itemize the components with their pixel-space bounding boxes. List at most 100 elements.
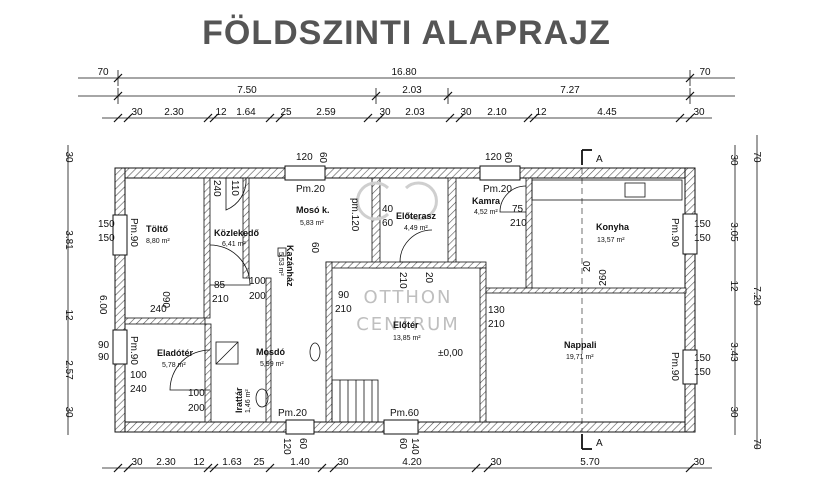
dim-top3-9: 2.10 (487, 107, 507, 118)
dim-top2-b: 2.03 (402, 85, 422, 96)
opening-120-c: 120 (281, 438, 292, 455)
opening-75: 75 (512, 204, 524, 215)
room-name-tolto: Töltő (146, 224, 168, 234)
room-area-moso-k: 5,83 m² (300, 220, 324, 227)
dim-top3-11: 4.45 (597, 107, 617, 118)
opening-120-b: 120 (485, 152, 502, 163)
room-area-eladoter: 5,78 m² (162, 362, 186, 369)
opening-85: 85 (214, 280, 226, 291)
fixtures (215, 247, 321, 408)
dim-left-2: 12 (63, 309, 74, 321)
opening-210-e: 210 (488, 319, 505, 330)
dim-left-3: 2.57 (63, 360, 74, 380)
room-area-iratar: 1,46 m² (245, 389, 252, 413)
opening-140: 140 (409, 438, 420, 455)
opening-20: 20 (582, 260, 593, 272)
room-area-tolto: 8,80 m² (146, 238, 170, 245)
dim-top1-left: 70 (97, 67, 109, 78)
opening-150-e: 150 (694, 353, 711, 364)
opening-pm90-eladoter: Pm.90 (128, 336, 139, 365)
opening-60-a: 60 (317, 152, 328, 164)
room-area-nappali: 19,71 m² (566, 354, 594, 361)
opening-pm120: pm.120 (349, 198, 360, 232)
opening-200-b: 200 (188, 403, 205, 414)
dim-top3-7: 2.03 (405, 107, 425, 118)
dim-bottom-3: 1.63 (222, 457, 242, 468)
room-area-eloter: 13,85 m² (393, 335, 421, 342)
room-name-mosdo: Mosdó (256, 347, 285, 357)
dim-left-0: 30 (63, 151, 74, 163)
section-label-bottom: A (596, 438, 603, 449)
opening-pm20-kamra: Pm.20 (483, 184, 512, 195)
opening-60-d: 60 (397, 438, 408, 450)
opening-6-00: 6.00 (97, 295, 108, 315)
opening-100-a: 100 (249, 276, 266, 287)
opening-110: 110 (229, 180, 240, 196)
opening-80-win: 90 (98, 352, 110, 363)
dim-top3-5: 2.59 (316, 107, 336, 118)
opening-150-f: 150 (694, 367, 711, 378)
dim-top2-a: 7.50 (237, 85, 257, 96)
dim-bottom-9: 5.70 (580, 457, 600, 468)
opening-210-d: 210 (335, 304, 352, 315)
opening-240-c: 240 (130, 384, 147, 395)
dim-top3-8: 30 (460, 107, 472, 118)
dim-top3-2: 12 (215, 107, 227, 118)
door-swings (169, 177, 527, 391)
opening-120-a: 120 (296, 152, 313, 163)
dim-right-4: 3.43 (728, 342, 739, 362)
section-line (581, 149, 592, 450)
opening-150-c: 150 (694, 219, 711, 230)
opening-60-b: 60 (502, 152, 513, 164)
dim-right-5: 30 (728, 406, 739, 418)
opening-100-c: 100 (188, 388, 205, 399)
opening-pm20-mosdo: Pm.20 (278, 408, 307, 419)
room-name-eloterasz: Előterasz (396, 211, 437, 221)
opening-210-a: 210 (212, 294, 229, 305)
room-name-nappali: Nappali (564, 340, 597, 350)
staircase (331, 379, 379, 423)
room-area-kazanhaz: 5,53 m² (277, 252, 284, 276)
opening-060: 060 (162, 291, 173, 308)
dim-top3-1: 2.30 (164, 107, 184, 118)
dim-bottom-1: 2.30 (156, 457, 176, 468)
dim-top3-3: 1.64 (236, 107, 256, 118)
dim-bottom-8: 30 (490, 457, 502, 468)
room-name-konyha: Konyha (596, 222, 630, 232)
room-name-kamra: Kamra (472, 196, 501, 206)
room-name-moso-k: Mosó k. (296, 205, 330, 215)
dim-bottom-0: 30 (131, 457, 143, 468)
dimension-ticks (113, 73, 695, 473)
opening-90-win: 90 (98, 340, 110, 351)
opening-60-f: 60 (309, 242, 320, 254)
dim-right-2: 3.05 (728, 222, 739, 242)
dim-bottom-4: 25 (253, 457, 265, 468)
room-area-kamra: 4,52 m² (474, 209, 498, 216)
opening-pm90-nappali: Pm.90 (669, 352, 680, 381)
room-area-kozlekedo: 6,41 m² (222, 241, 246, 248)
opening-150-a: 150 (98, 219, 115, 230)
dim-right-0: 70 (751, 151, 762, 163)
dim-left-1: 3.81 (63, 230, 74, 250)
opening-pm90-tolto: Pm.90 (128, 218, 139, 247)
dim-top3-6: 30 (379, 107, 391, 118)
dim-bottom-5: 1.40 (290, 457, 310, 468)
room-area-konyha: 13,57 m² (597, 237, 625, 244)
opening-10: 20 (423, 272, 434, 284)
dim-top2-c: 7.27 (560, 85, 580, 96)
dim-right-6: 70 (751, 438, 762, 450)
opening-pm90-konyha: Pm.90 (669, 218, 680, 247)
plan-title: FÖLDSZINTI ALAPRAJZ (202, 14, 611, 52)
dim-right-3: 12 (728, 280, 739, 292)
opening-60-e: 60 (382, 218, 394, 229)
dim-top3-0: 30 (131, 107, 143, 118)
dim-top1-right: 70 (699, 67, 711, 78)
level-mark: ±0,00 (438, 348, 463, 359)
dim-top3-12: 30 (693, 107, 705, 118)
room-name-kazanhaz: Kazánház (285, 245, 295, 287)
watermark-line1: OTTHON (363, 287, 452, 308)
dim-bottom-6: 30 (337, 457, 349, 468)
dim-top3-10: 12 (535, 107, 547, 118)
opening-240-b: 240 (150, 304, 167, 315)
